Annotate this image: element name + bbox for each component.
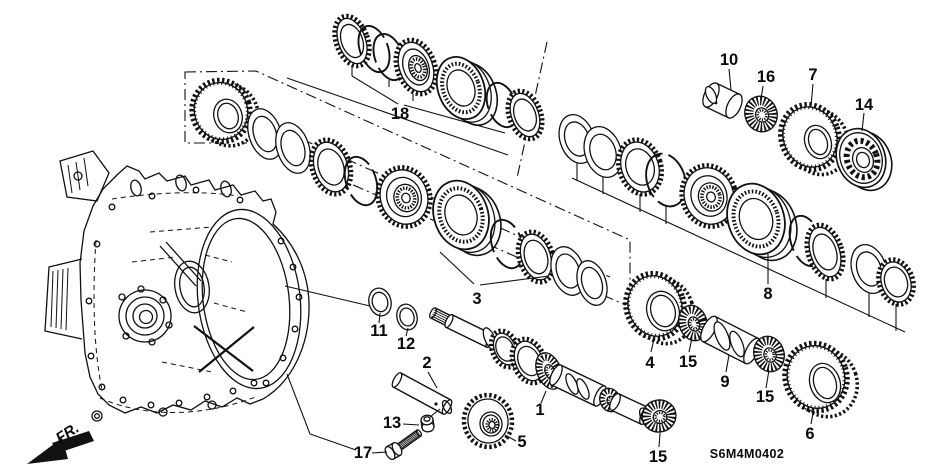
callout-5: 5 xyxy=(517,433,526,451)
callout-15b: 15 xyxy=(756,388,774,406)
callout-16: 16 xyxy=(757,68,775,86)
exploded-parts xyxy=(189,13,916,461)
callout-1: 1 xyxy=(535,401,544,419)
case-leader-a xyxy=(284,285,371,307)
callout-15a: 15 xyxy=(679,353,697,371)
diagram-code: S6M4M0402 xyxy=(710,447,784,461)
callout-10: 10 xyxy=(720,51,738,69)
callout-7: 7 xyxy=(808,66,817,84)
callout-9: 9 xyxy=(720,373,729,391)
callout-leaders xyxy=(351,66,897,454)
callout-15c: 15 xyxy=(649,448,667,466)
callout-14: 14 xyxy=(855,96,874,114)
callout-2: 2 xyxy=(422,354,431,372)
callout-13: 13 xyxy=(383,414,401,432)
fr-direction-indicator: FR. xyxy=(27,420,94,464)
callout-3: 3 xyxy=(472,290,481,308)
group8-bracket xyxy=(571,177,906,333)
case-leader-b xyxy=(286,373,357,451)
fr-arrow-head xyxy=(27,438,68,464)
callout-17: 17 xyxy=(354,444,372,462)
callout-11: 11 xyxy=(370,322,387,340)
callouts: 18 3 8 10 16 7 14 11 12 2 13 17 1 5 4 15… xyxy=(354,51,874,466)
callout-8: 8 xyxy=(763,285,772,303)
callout-6: 6 xyxy=(805,425,814,443)
callout-12: 12 xyxy=(397,335,415,353)
case-hidden-lines xyxy=(93,192,259,413)
transmission-case xyxy=(44,150,310,422)
callout-18: 18 xyxy=(391,105,409,123)
callout-4: 4 xyxy=(645,354,655,372)
